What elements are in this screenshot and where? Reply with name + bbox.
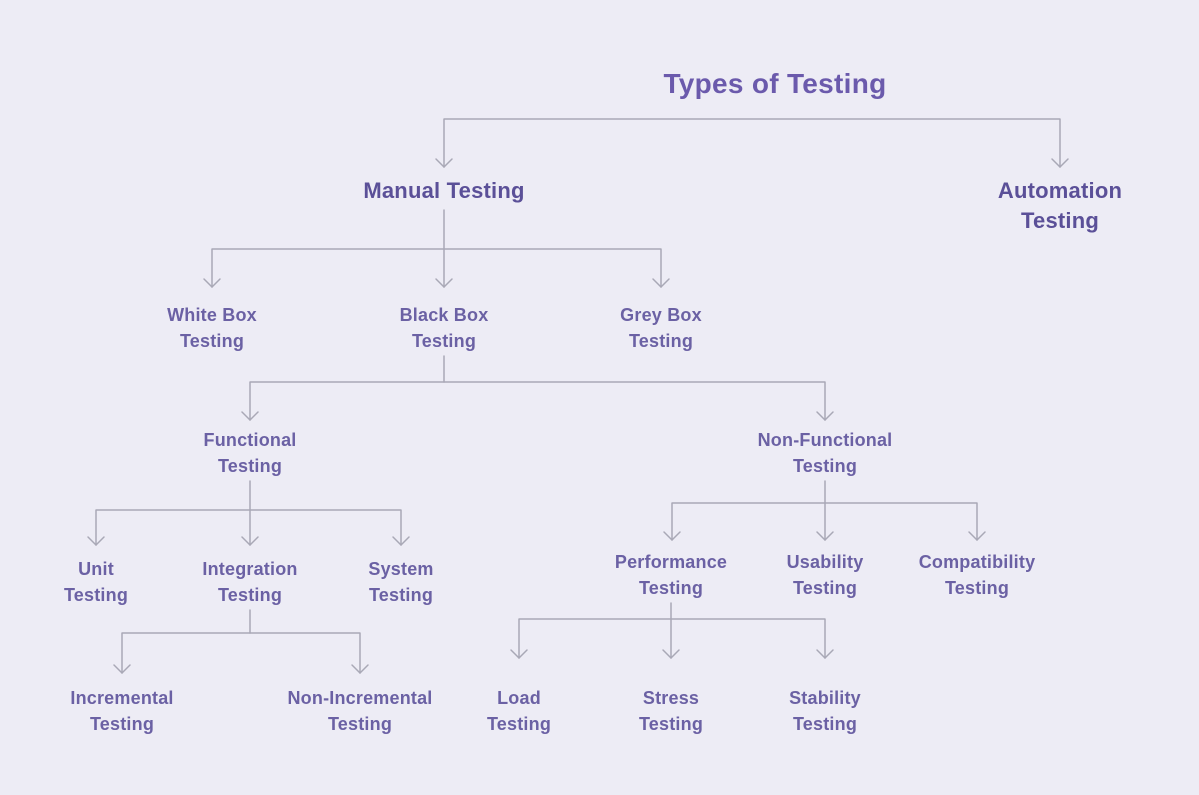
arrow-down-icon — [435, 278, 453, 288]
node-stress-testing: Stress Testing — [638, 688, 704, 734]
connector-line — [671, 502, 978, 541]
arrow-down-icon — [510, 649, 528, 659]
connector-blackbox-to-children — [241, 355, 834, 421]
page-title: Types of Testing — [663, 68, 887, 99]
node-manual-testing: Manual Testing — [363, 178, 525, 203]
node-non-functional-testing: Non-Functional Testing — [757, 430, 893, 476]
connector-line — [443, 118, 1061, 168]
node-grey-box-testing: Grey Box Testing — [620, 305, 702, 351]
arrow-down-icon — [1051, 158, 1069, 168]
arrow-down-icon — [652, 278, 670, 288]
arrow-down-icon — [113, 664, 131, 674]
connector-nonfunctional-to-children — [663, 480, 986, 541]
arrow-down-icon — [351, 664, 369, 674]
connector-manual-to-children — [203, 209, 670, 288]
connector-line — [95, 509, 402, 546]
arrow-down-icon — [816, 649, 834, 659]
node-performance-testing: Performance Testing — [614, 552, 728, 598]
arrow-down-icon — [663, 531, 681, 541]
node-automation-testing: Automation Testing — [997, 178, 1123, 233]
connector-functional-to-children — [87, 480, 410, 546]
arrow-down-icon — [435, 158, 453, 168]
node-black-box-testing: Black Box Testing — [399, 305, 489, 351]
node-stability-testing: Stability Testing — [789, 688, 861, 734]
arrow-down-icon — [968, 531, 986, 541]
arrow-down-icon — [392, 536, 410, 546]
connector-line — [249, 381, 826, 421]
arrow-down-icon — [87, 536, 105, 546]
arrow-down-icon — [816, 411, 834, 421]
node-system-testing: System Testing — [368, 559, 434, 605]
arrow-down-icon — [203, 278, 221, 288]
connector-line — [518, 618, 826, 659]
connector-line — [121, 632, 361, 674]
connector-performance-to-children — [510, 602, 834, 659]
connector-line — [211, 248, 662, 288]
connector-root-to-level1 — [435, 118, 1069, 168]
node-unit-testing: Unit Testing — [63, 559, 129, 605]
arrow-down-icon — [241, 411, 259, 421]
node-incremental-testing: Incremental Testing — [70, 688, 174, 734]
node-load-testing: Load Testing — [486, 688, 552, 734]
arrow-down-icon — [662, 649, 680, 659]
node-usability-testing: Usability Testing — [786, 552, 864, 598]
node-functional-testing: Functional Testing — [203, 430, 297, 476]
node-integration-testing: Integration Testing — [202, 559, 298, 605]
arrow-down-icon — [241, 536, 259, 546]
node-white-box-testing: White Box Testing — [167, 305, 257, 351]
arrow-down-icon — [816, 531, 834, 541]
connector-integration-to-children — [113, 609, 369, 674]
node-compatibility-testing: Compatibility Testing — [918, 552, 1036, 598]
node-non-incremental-testing: Non-Incremental Testing — [287, 688, 433, 734]
